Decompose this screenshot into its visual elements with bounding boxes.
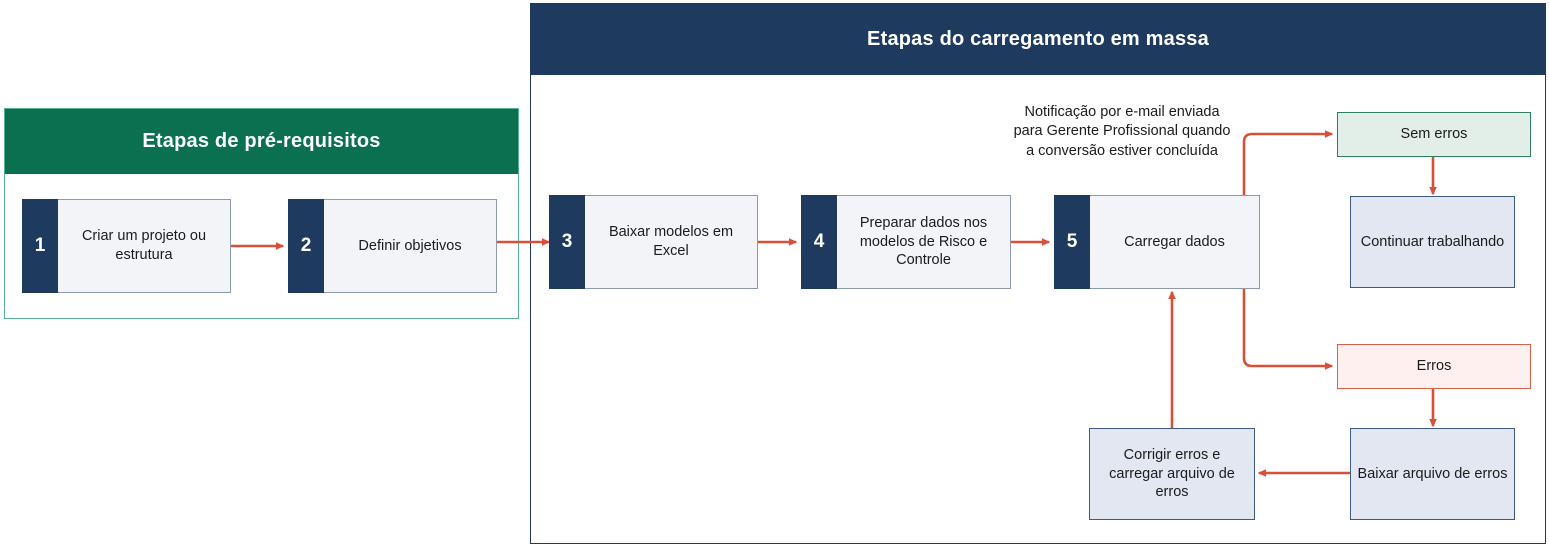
step-box-5[interactable]: 5 Carregar dados xyxy=(1054,195,1260,289)
step-number-5: 5 xyxy=(1054,195,1090,289)
outcome-box-download-error-file[interactable]: Baixar arquivo de erros xyxy=(1350,428,1515,520)
step-box-1[interactable]: 1 Criar um projeto ou estrutura xyxy=(22,199,231,293)
step-label-4: Preparar dados nos modelos de Risco e Co… xyxy=(837,195,1011,289)
step-label-5: Carregar dados xyxy=(1090,195,1260,289)
step-label-2: Definir objetivos xyxy=(324,199,497,293)
step-box-2[interactable]: 2 Definir objetivos xyxy=(288,199,497,293)
outcome-box-errors[interactable]: Erros xyxy=(1337,344,1531,389)
step-label-3: Baixar modelos em Excel xyxy=(585,195,758,289)
step-number-1: 1 xyxy=(22,199,58,293)
step-box-4[interactable]: 4 Preparar dados nos modelos de Risco e … xyxy=(801,195,1011,289)
step-number-2: 2 xyxy=(288,199,324,293)
outcome-box-fix-and-reupload[interactable]: Corrigir erros e carregar arquivo de err… xyxy=(1089,428,1255,520)
step-label-1: Criar um projeto ou estrutura xyxy=(58,199,231,293)
email-notification-note: Notificação por e-mail enviada para Gere… xyxy=(1013,104,1231,159)
outcome-box-no-errors[interactable]: Sem erros xyxy=(1337,112,1531,157)
prerequisite-panel-title: Etapas de pré-requisitos xyxy=(5,109,518,174)
outcome-box-continue-working[interactable]: Continuar trabalhando xyxy=(1350,196,1515,288)
step-box-3[interactable]: 3 Baixar modelos em Excel xyxy=(549,195,758,289)
step-number-3: 3 xyxy=(549,195,585,289)
step-number-4: 4 xyxy=(801,195,837,289)
bulk-upload-panel-title: Etapas do carregamento em massa xyxy=(531,4,1545,75)
